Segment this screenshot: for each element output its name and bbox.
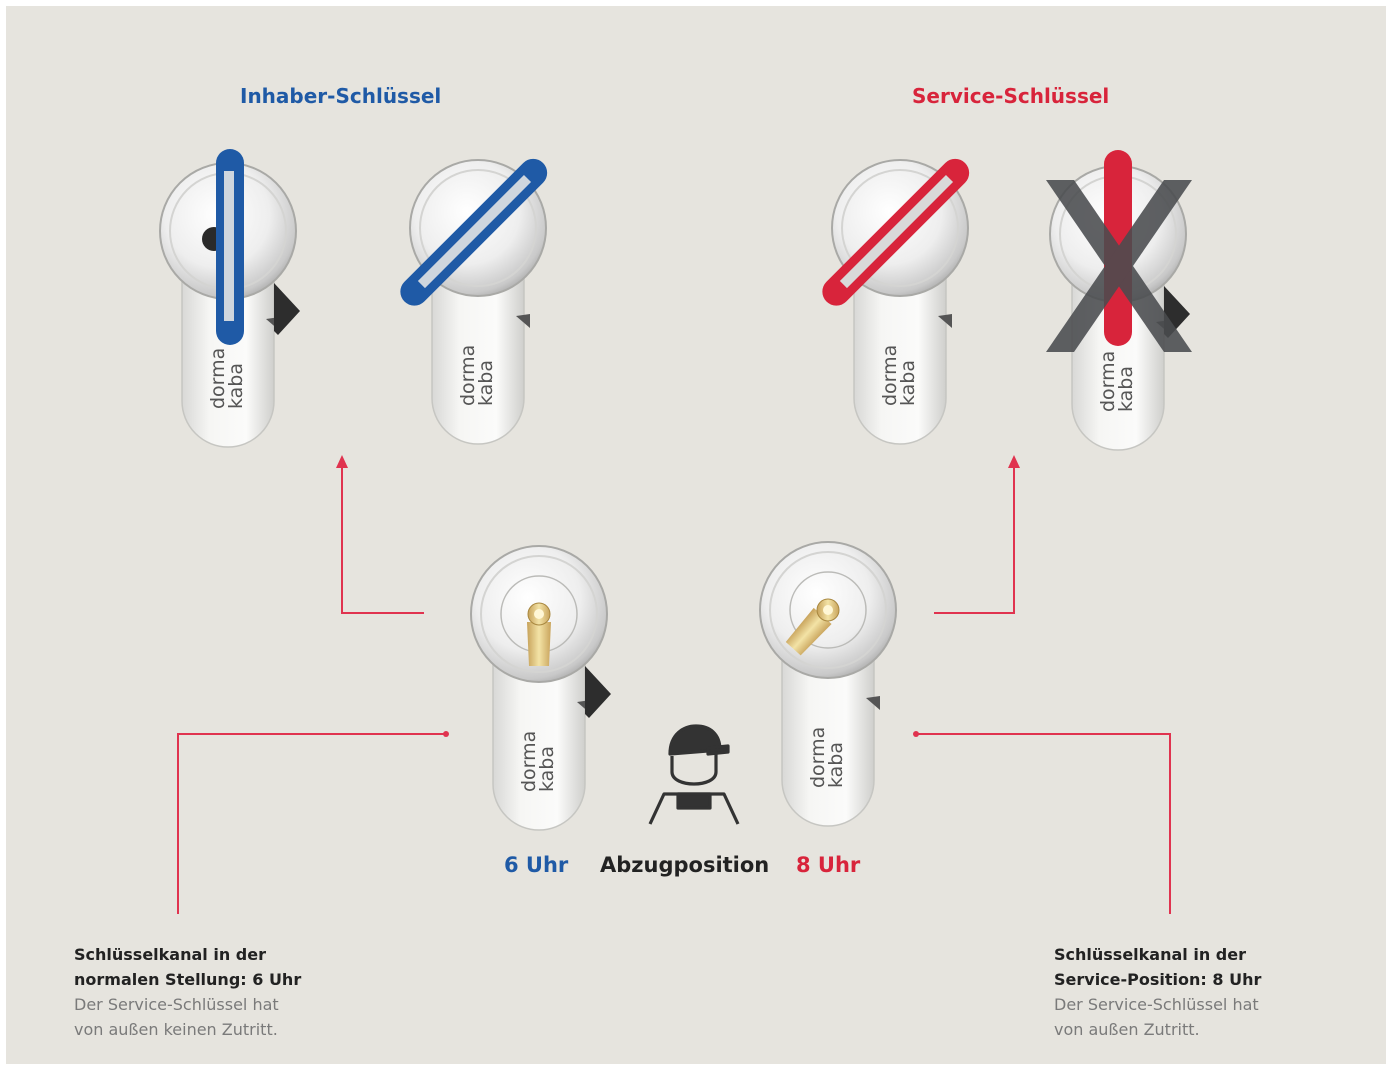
cylinder-service-1 bbox=[822, 158, 970, 445]
note-left-line3: Der Service-Schlüssel hat bbox=[74, 995, 279, 1014]
note-left: Schlüsselkanal in der normalen Stellung:… bbox=[74, 942, 301, 1042]
keyway-6-uhr bbox=[527, 622, 551, 666]
position-abzug: Abzugposition bbox=[600, 853, 770, 877]
note-right: Schlüsselkanal in der Service-Position: … bbox=[1054, 942, 1261, 1042]
connector-left-lower bbox=[177, 733, 446, 914]
connector-lines bbox=[177, 466, 1171, 914]
connector-right-lower bbox=[916, 733, 1171, 914]
connector-dot-right bbox=[913, 731, 919, 737]
connector-right-upper bbox=[934, 466, 1015, 614]
arrowhead-right bbox=[1008, 455, 1020, 468]
connector-dot-left bbox=[443, 731, 449, 737]
cylinder-lock-8-uhr bbox=[759, 541, 897, 827]
cylinder-owner-2 bbox=[400, 158, 548, 445]
diagram-stage: dorma kaba bbox=[6, 6, 1386, 1064]
note-left-line2: normalen Stellung: 6 Uhr bbox=[74, 970, 302, 989]
position-8-uhr: 8 Uhr bbox=[796, 853, 861, 877]
note-left-line1: Schlüsselkanal in der bbox=[74, 945, 266, 964]
diagram-artwork: dorma kaba bbox=[159, 149, 1192, 914]
note-right-line4: von außen Zutritt. bbox=[1054, 1020, 1200, 1039]
note-right-line3: Der Service-Schlüssel hat bbox=[1054, 995, 1259, 1014]
position-6-uhr: 6 Uhr bbox=[504, 853, 569, 877]
note-right-line1: Schlüsselkanal in der bbox=[1054, 945, 1246, 964]
keyway-8-uhr bbox=[785, 607, 832, 656]
service-technician-icon bbox=[648, 724, 740, 825]
cam-lever bbox=[274, 283, 300, 335]
note-left-line4: von außen keinen Zutritt. bbox=[74, 1020, 278, 1039]
cylinder-service-blocked bbox=[1046, 150, 1192, 451]
owner-key-title: Inhaber-Schlüssel bbox=[240, 84, 442, 108]
connector-left-upper bbox=[341, 466, 424, 614]
arrowhead-left bbox=[336, 455, 348, 468]
cylinder-lock-6-uhr bbox=[470, 545, 611, 831]
cross-icon bbox=[1046, 180, 1192, 352]
service-key-title: Service-Schlüssel bbox=[912, 84, 1110, 108]
note-right-line2: Service-Position: 8 Uhr bbox=[1054, 970, 1262, 989]
cylinder-owner-1 bbox=[159, 149, 300, 448]
